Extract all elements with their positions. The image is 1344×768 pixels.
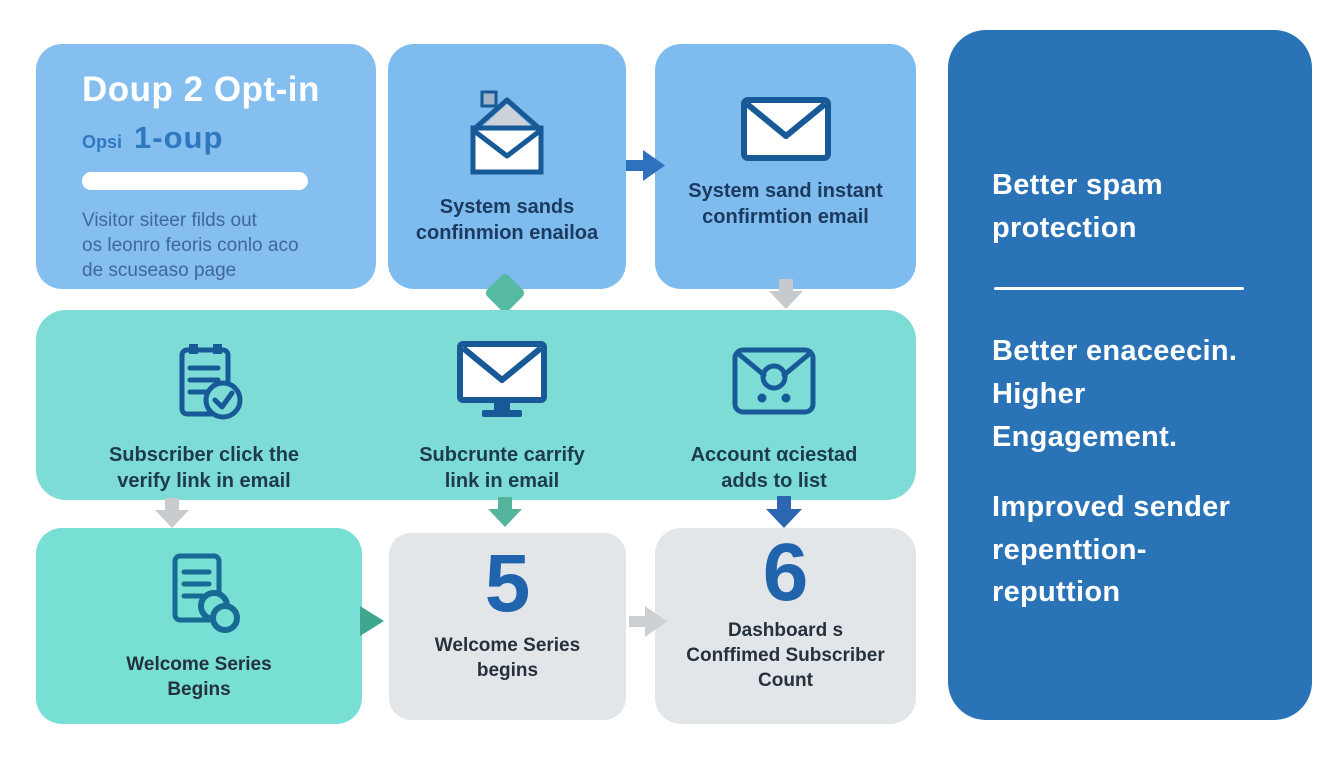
card-body-text: Visitor siteer filds out os leonro feori… bbox=[82, 210, 299, 282]
verify-band: Subscriber click the verify link in emai… bbox=[36, 310, 916, 500]
card-caption: Dashboard s Conffimed Subscriber Count bbox=[686, 620, 885, 692]
divider-bar bbox=[82, 172, 308, 190]
sidebar-divider bbox=[994, 287, 1244, 291]
arrow-right-icon bbox=[629, 604, 669, 639]
card-caption: System sands confinmion enailoa bbox=[415, 196, 599, 245]
benefit-engagement: Better enaceecin. Higher Engagement. bbox=[992, 335, 1238, 453]
arrow-down-icon bbox=[765, 496, 803, 529]
document-link-icon bbox=[153, 550, 245, 638]
arrow-down-icon bbox=[487, 497, 523, 528]
card-caption: Welcome Series begins bbox=[434, 635, 581, 682]
card-step-6: 6 Dashboard s Conffimed Subscriber Count bbox=[655, 528, 916, 724]
benefit-sender-reputation: Improved sender repenttion- reputtion bbox=[992, 491, 1231, 609]
band-caption: Account αciestad adds to list bbox=[690, 444, 858, 493]
arrow-right-triangle-icon bbox=[360, 606, 384, 636]
arrow-down-icon bbox=[154, 498, 190, 529]
band-caption: Subcrunte carrify link in email bbox=[419, 444, 585, 493]
card-instant-confirmation: System sand instant confirmtion email bbox=[655, 44, 916, 289]
clipboard-check-icon bbox=[156, 334, 252, 430]
band-item-account-created: Account αciestad adds to list bbox=[632, 334, 916, 500]
band-item-verify-click: Subscriber click the verify link in emai… bbox=[36, 334, 372, 500]
monitor-envelope-icon bbox=[454, 334, 550, 430]
arrow-right-icon bbox=[626, 148, 667, 183]
band-item-carrify-link: Subcrunte carrify link in email bbox=[372, 334, 632, 500]
card-subtitle-big: 1-oup bbox=[134, 120, 224, 155]
card-caption: System sand instant confirmtion email bbox=[688, 180, 883, 229]
card-welcome-series: Welcome Series Begins bbox=[36, 528, 362, 724]
card-signup: Doup 2 Opt-in Opsi 1-oup Visitor siteer … bbox=[36, 44, 376, 289]
benefit-spam-protection: Better spam protection bbox=[992, 169, 1163, 244]
step-number: 5 bbox=[484, 538, 531, 629]
benefits-sidebar: Better spam protection Better enaceecin.… bbox=[948, 30, 1312, 720]
arrow-down-icon bbox=[768, 279, 804, 310]
open-envelope-icon bbox=[459, 86, 555, 178]
band-caption: Subscriber click the verify link in emai… bbox=[108, 444, 300, 493]
card-system-sends-email: System sands confinmion enailoa bbox=[388, 44, 626, 289]
card-title: Doup 2 Opt-in bbox=[82, 70, 320, 109]
closed-envelope-icon bbox=[740, 96, 832, 162]
card-caption: Welcome Series Begins bbox=[126, 654, 272, 701]
card-step-5: 5 Welcome Series begins bbox=[389, 533, 626, 720]
step-number: 6 bbox=[762, 527, 809, 618]
envelope-contact-icon bbox=[730, 334, 818, 430]
card-subtitle: Opsi 1-oup bbox=[82, 120, 356, 156]
card-subtitle-small: Opsi bbox=[82, 132, 123, 152]
